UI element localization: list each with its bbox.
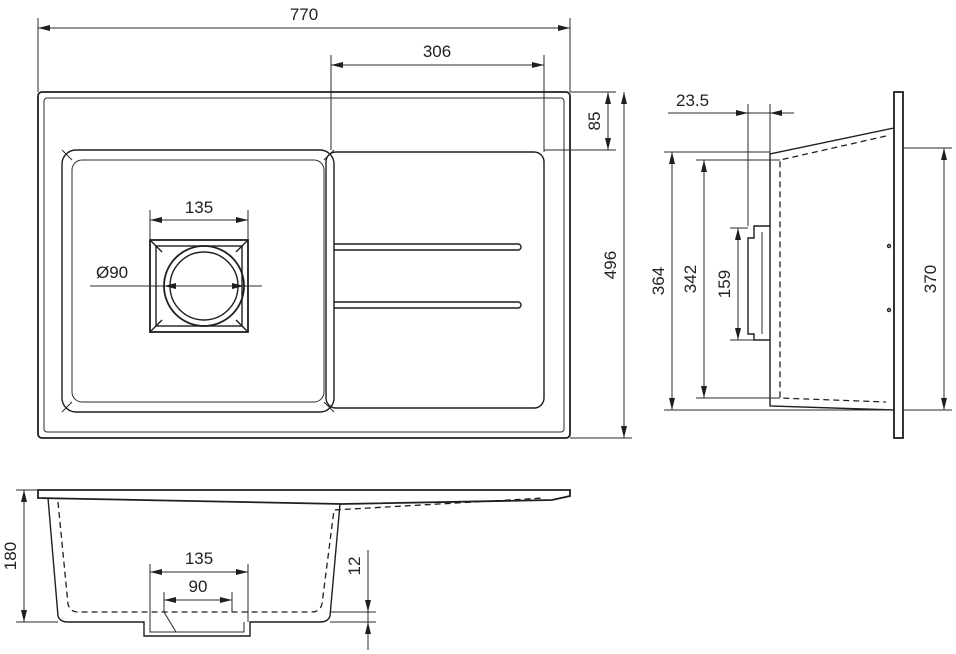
dim-135-bottom-label: 135: [185, 549, 213, 568]
dim-364-label: 364: [649, 267, 668, 295]
dim-side-overflow: 159: [715, 227, 770, 341]
top-view: 770 306 85 496: [37, 5, 632, 439]
drainer-outline: [325, 151, 545, 409]
dim-85-label: 85: [585, 112, 604, 131]
dim-overall-depth: 496: [570, 92, 632, 439]
dim-overall-width: 770: [37, 5, 571, 92]
top-view-outer-rim: [37, 91, 571, 439]
dim-180-label: 180: [1, 542, 20, 570]
dim-waste-diameter: Ø90: [90, 263, 262, 289]
front-view: 180 135 90 12: [1, 489, 571, 650]
dim-rim-offset: 85: [544, 91, 616, 151]
side-view-rim: [893, 91, 904, 439]
dim-front-step: 12: [330, 550, 376, 650]
bowl-inner-outline: [71, 159, 325, 403]
dim-23-5-label: 23.5: [676, 91, 709, 110]
dim-90-label: 90: [189, 577, 208, 596]
dim-370-label: 370: [921, 265, 940, 293]
top-view-inner-rim: [43, 97, 565, 433]
side-view-bowl: [769, 127, 895, 411]
dim-side-total: 370: [903, 147, 952, 411]
dim-front-height: 180: [1, 489, 58, 623]
dim-d90-label: Ø90: [96, 263, 128, 282]
dim-12-label: 12: [345, 557, 364, 576]
front-view-bowl: [47, 497, 341, 637]
front-view-rim: [37, 489, 571, 505]
side-view: 23.5 364 342 159: [649, 91, 952, 439]
dim-outlet-width-top: 135: [149, 198, 249, 240]
dim-drainer-width: 306: [330, 42, 545, 152]
dim-159-label: 159: [715, 270, 734, 298]
dim-side-depth-outer: 364: [649, 151, 894, 411]
dim-side-depth-inner: 342: [681, 159, 780, 399]
dim-342-label: 342: [681, 265, 700, 293]
dim-135-top-label: 135: [185, 198, 213, 217]
dim-770-label: 770: [290, 5, 318, 24]
dim-front-outlet-inner: 90: [163, 577, 233, 612]
bowl-outline: [61, 149, 335, 413]
dim-side-flange: 23.5: [668, 91, 794, 226]
dim-front-outlet-width: 135: [149, 549, 249, 622]
dim-496-label: 496: [601, 251, 620, 279]
dim-306-label: 306: [423, 42, 451, 61]
